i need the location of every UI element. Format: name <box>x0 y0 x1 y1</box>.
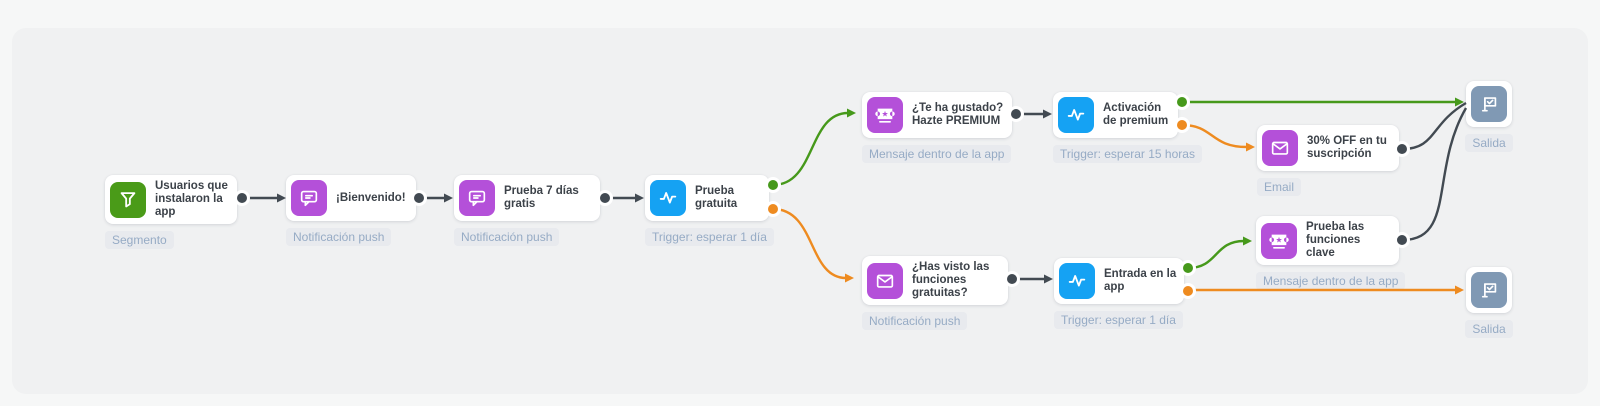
node-card[interactable]: ¿Te ha gustado? Hazte PREMIUM <box>862 92 1012 138</box>
node-email-discount: 30% OFF en tu suscripción Email <box>1257 125 1399 196</box>
node-type-badge: Mensaje dentro de la app <box>1256 272 1406 290</box>
node-type-badge: Trigger: esperar 1 día <box>645 228 774 246</box>
node-title: Entrada en la app <box>1104 268 1177 293</box>
node-exit-bottom: Salida <box>1465 267 1513 338</box>
pulse-icon <box>650 180 686 216</box>
envelope-icon <box>1262 130 1298 166</box>
node-type-badge: Email <box>1257 178 1302 196</box>
node-push-features: ¿Has visto las funciones gratuitas? Noti… <box>862 256 1008 330</box>
flag-icon <box>1471 272 1507 308</box>
node-type-badge: Notificación push <box>286 228 392 246</box>
node-type-badge: Salida <box>1465 320 1513 338</box>
ticket-icon <box>867 97 903 133</box>
node-title: Prueba las funciones clave <box>1306 221 1365 259</box>
node-card[interactable]: 30% OFF en tu suscripción <box>1257 125 1399 171</box>
node-title: 30% OFF en tu suscripción <box>1307 135 1387 160</box>
node-card[interactable]: Prueba gratuita <box>645 175 769 221</box>
node-type-badge: Mensaje dentro de la app <box>862 145 1012 163</box>
node-type-badge: Trigger: esperar 1 día <box>1054 311 1183 329</box>
node-title: Activación de premium <box>1103 102 1169 127</box>
node-title: Prueba gratuita <box>695 185 738 210</box>
node-card[interactable]: Entrada en la app <box>1054 258 1184 304</box>
flag-icon <box>1471 86 1507 122</box>
ticket-icon <box>1261 222 1297 259</box>
flow-canvas[interactable] <box>12 28 1588 394</box>
node-inapp-features: Prueba las funciones clave Mensaje dentr… <box>1256 216 1406 290</box>
node-type-badge: Salida <box>1465 134 1513 152</box>
chat-icon <box>291 180 327 216</box>
node-push-trial: Prueba 7 días gratis Notificación push <box>454 175 600 246</box>
node-push-welcome: ¡Bienvenido! Notificación push <box>286 175 416 246</box>
node-title: ¡Bienvenido! <box>336 191 406 204</box>
node-card[interactable]: Activación de premium <box>1053 92 1178 138</box>
node-segment: Usuarios que instalaron la app Segmento <box>105 175 237 249</box>
pulse-icon <box>1058 97 1094 133</box>
envelope-icon <box>867 262 903 299</box>
node-title: Usuarios que instalaron la app <box>155 180 228 218</box>
chat-icon <box>459 180 495 216</box>
node-title: ¿Te ha gustado? Hazte PREMIUM <box>912 102 1004 127</box>
node-inapp-premium: ¿Te ha gustado? Hazte PREMIUM Mensaje de… <box>862 92 1012 163</box>
node-card[interactable]: Prueba las funciones clave <box>1256 216 1399 265</box>
node-trigger-entry: Entrada en la app Trigger: esperar 1 día <box>1054 258 1184 329</box>
node-card[interactable]: ¿Has visto las funciones gratuitas? <box>862 256 1008 305</box>
node-card[interactable]: ¡Bienvenido! <box>286 175 416 221</box>
node-type-badge: Notificación push <box>454 228 560 246</box>
node-card[interactable] <box>1466 81 1512 127</box>
funnel-icon <box>110 181 146 218</box>
node-card[interactable]: Usuarios que instalaron la app <box>105 175 237 224</box>
node-title: ¿Has visto las funciones gratuitas? <box>912 261 990 299</box>
pulse-icon <box>1059 263 1095 299</box>
node-type-badge: Notificación push <box>862 312 968 330</box>
node-type-badge: Trigger: esperar 15 horas <box>1053 145 1202 163</box>
node-card[interactable] <box>1466 267 1512 313</box>
node-trigger-premium: Activación de premium Trigger: esperar 1… <box>1053 92 1202 163</box>
node-trigger-trial: Prueba gratuita Trigger: esperar 1 día <box>645 175 774 246</box>
node-type-badge: Segmento <box>105 231 174 249</box>
node-card[interactable]: Prueba 7 días gratis <box>454 175 600 221</box>
node-title: Prueba 7 días gratis <box>504 185 579 210</box>
node-exit-top: Salida <box>1465 81 1513 152</box>
